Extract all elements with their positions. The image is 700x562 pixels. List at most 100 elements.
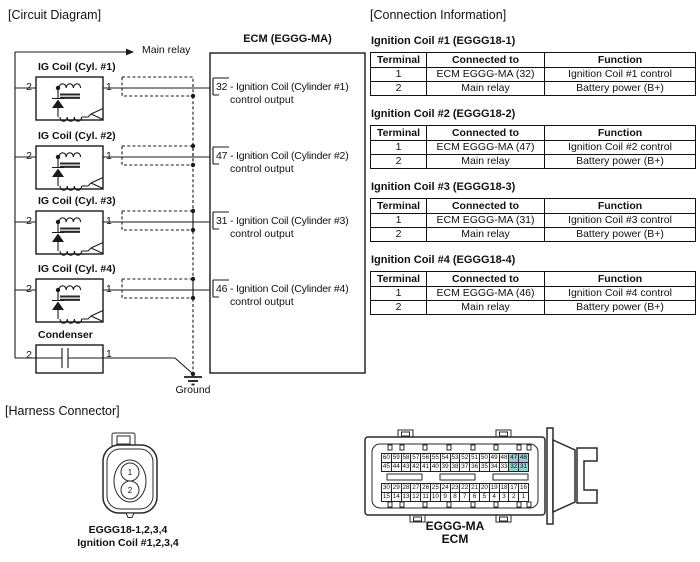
cell-terminal: 2	[370, 154, 427, 169]
coil-3-terminal-2: 2	[26, 215, 32, 227]
coil-4-table-block: Ignition Coil #4 (EGGG18-4) Terminal Con…	[370, 254, 696, 315]
table-row: 2 Main relay Battery power (B+)	[370, 300, 696, 315]
coil-2-terminal-1: 1	[106, 150, 112, 162]
coil-3-graphic	[13, 209, 231, 257]
small-connector-graphic: 1 2	[102, 432, 158, 518]
table-header-row: Terminal Connected to Function	[370, 198, 696, 214]
small-connector-pin-2-label: 2	[128, 486, 133, 495]
table-header-row: Terminal Connected to Function	[370, 52, 696, 68]
ecm-connector-key-bumps	[387, 444, 532, 508]
coil-3-connection-table: Terminal Connected to Function 1 ECM EGG…	[370, 198, 696, 242]
coil-3-table-title: Ignition Coil #3 (EGGG18-3)	[371, 181, 516, 193]
ecm-pin-46-text: 46 - Ignition Coil (Cylinder #4)	[216, 283, 349, 295]
harness-connector-section-title: [Harness Connector]	[5, 404, 120, 418]
cell-connected-to: ECM EGGG-MA (32)	[426, 67, 545, 82]
coil-1-terminal-2: 2	[26, 81, 32, 93]
coil-1-table-title: Ignition Coil #1 (EGGG18-1)	[371, 35, 516, 47]
cell-connected-to: ECM EGGG-MA (47)	[426, 140, 545, 155]
condenser-box	[35, 344, 104, 374]
small-connector-caption-1: EGGG18-1,2,3,4	[88, 524, 168, 536]
coil-2-label: IG Coil (Cyl. #2)	[38, 130, 116, 142]
coil-3-label: IG Coil (Cyl. #3)	[38, 195, 116, 207]
ecm-box-title: ECM (EGGG-MA)	[243, 33, 332, 45]
cell-connected-to: Main relay	[426, 300, 545, 315]
cell-function: Battery power (B+)	[544, 81, 696, 96]
condenser-label: Condenser	[38, 329, 93, 341]
ecm-connector-graphic	[364, 427, 598, 525]
coil-2-terminal-2: 2	[26, 150, 32, 162]
cell-connected-to: Main relay	[426, 227, 545, 242]
coil-2-table-title: Ignition Coil #2 (EGGG18-2)	[371, 108, 516, 120]
col-header-terminal: Terminal	[370, 271, 427, 287]
table-header-row: Terminal Connected to Function	[370, 125, 696, 141]
col-header-connected-to: Connected to	[426, 271, 545, 287]
col-header-connected-to: Connected to	[426, 198, 545, 214]
cell-function: Ignition Coil #4 control	[544, 286, 696, 301]
dashed-line-junction-dots	[190, 93, 196, 377]
table-row: 2 Main relay Battery power (B+)	[370, 154, 696, 169]
cell-connected-to: ECM EGGG-MA (31)	[426, 213, 545, 228]
cell-connected-to: ECM EGGG-MA (46)	[426, 286, 545, 301]
table-row: 1 ECM EGGG-MA (46) Ignition Coil #4 cont…	[370, 286, 696, 301]
ecm-pin-46-text2: control output	[230, 296, 294, 308]
ground-label: Ground	[175, 384, 211, 396]
coil-4-label: IG Coil (Cyl. #4)	[38, 263, 116, 275]
coil-1-table-block: Ignition Coil #1 (EGGG18-1) Terminal Con…	[370, 35, 696, 96]
ecm-pin-32-text: 32 - Ignition Coil (Cylinder #1)	[216, 81, 349, 93]
coil-2-graphic	[13, 144, 231, 192]
coil-1-connection-table: Terminal Connected to Function 1 ECM EGG…	[370, 52, 696, 96]
cell-connected-to: Main relay	[426, 81, 545, 96]
cell-connected-to: Main relay	[426, 154, 545, 169]
ecm-connector-flange	[546, 427, 554, 525]
col-header-connected-to: Connected to	[426, 52, 545, 68]
main-relay-arrow-icon	[126, 48, 134, 56]
cell-function: Ignition Coil #1 control	[544, 67, 696, 82]
cell-function: Ignition Coil #3 control	[544, 213, 696, 228]
col-header-function: Function	[544, 52, 696, 68]
ecm-connector-caption-1: EGGG-MA	[425, 519, 485, 533]
cell-function: Battery power (B+)	[544, 300, 696, 315]
ecm-pin-1: 1	[518, 492, 529, 502]
cell-function: Battery power (B+)	[544, 227, 696, 242]
col-header-function: Function	[544, 271, 696, 287]
coil-3-terminal-1: 1	[106, 215, 112, 227]
col-header-terminal: Terminal	[370, 52, 427, 68]
connector-notch	[125, 512, 135, 518]
ecm-connector-taper	[552, 438, 576, 514]
condenser-terminal-1: 1	[106, 348, 112, 360]
cell-terminal: 2	[370, 300, 427, 315]
capacitor-icon	[15, 348, 103, 368]
circuit-diagram-section-title: [Circuit Diagram]	[8, 8, 102, 22]
coil-4-graphic	[13, 277, 231, 325]
cell-terminal: 1	[370, 213, 427, 228]
coil-3-table-block: Ignition Coil #3 (EGGG18-3) Terminal Con…	[370, 181, 696, 242]
condenser-ground-wire	[103, 357, 194, 375]
coil-2-table-block: Ignition Coil #2 (EGGG18-2) Terminal Con…	[370, 108, 696, 169]
ecm-pin-31-text: 31 - Ignition Coil (Cylinder #3)	[216, 215, 349, 227]
col-header-function: Function	[544, 125, 696, 141]
connection-info-section-title: [Connection Information]	[370, 8, 507, 22]
coil-1-graphic	[13, 75, 231, 123]
cell-terminal: 1	[370, 140, 427, 155]
ecm-pin-32-text2: control output	[230, 94, 294, 106]
table-row: 1 ECM EGGG-MA (31) Ignition Coil #3 cont…	[370, 213, 696, 228]
coil-4-terminal-1: 1	[106, 283, 112, 295]
cell-terminal: 2	[370, 81, 427, 96]
coil-4-table-title: Ignition Coil #4 (EGGG18-4)	[371, 254, 516, 266]
ecm-pin-31-text2: control output	[230, 228, 294, 240]
col-header-function: Function	[544, 198, 696, 214]
coil-4-terminal-2: 2	[26, 283, 32, 295]
ecm-pin-31: 31	[518, 462, 529, 472]
col-header-connected-to: Connected to	[426, 125, 545, 141]
small-connector-pin-1-label: 1	[128, 468, 133, 477]
small-connector-pin-2	[120, 480, 140, 500]
cell-terminal: 1	[370, 67, 427, 82]
col-header-terminal: Terminal	[370, 198, 427, 214]
ecm-box	[209, 52, 366, 374]
table-row: 2 Main relay Battery power (B+)	[370, 81, 696, 96]
coil-2-connection-table: Terminal Connected to Function 1 ECM EGG…	[370, 125, 696, 169]
